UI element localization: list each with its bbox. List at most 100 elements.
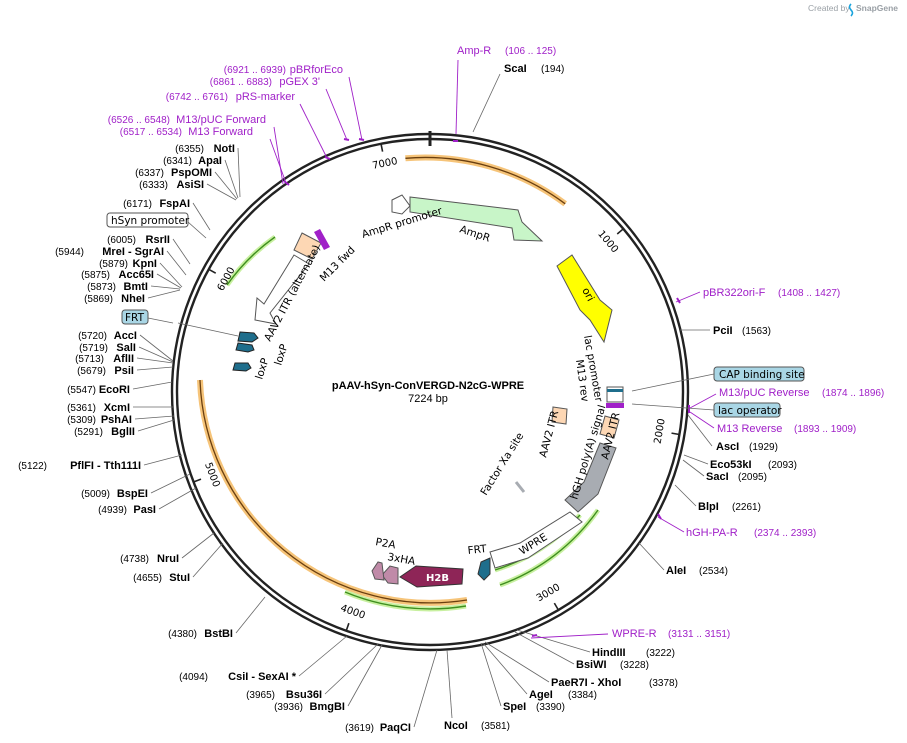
site-saci-pos: (2095) xyxy=(738,472,767,483)
frt-right-arrow xyxy=(477,557,491,581)
site-paer7i-xhoi: PaeR7I - XhoI xyxy=(551,677,621,689)
ori-label: ori xyxy=(579,286,596,304)
site-csii-sexai-pos: (4094) xyxy=(179,672,208,683)
site-eco53ki: Eco53kI xyxy=(710,459,752,471)
primer-m13-forward: M13 Forward xyxy=(188,126,253,138)
site-paqci-pos: (3619) xyxy=(345,723,374,734)
site-kpni: KpnI xyxy=(133,258,157,270)
primer-amp-r: Amp-R xyxy=(457,45,491,57)
primer-ticks xyxy=(283,138,690,637)
site-bmti: BmtI xyxy=(124,281,148,293)
site-bstbi: BstBI xyxy=(204,628,233,640)
site-pflfi-tth111i: PflFI - Tth111I xyxy=(70,460,141,472)
plasmid-length: 7224 bp xyxy=(408,393,448,405)
m13-fwd-label: M13 fwd xyxy=(318,244,358,284)
m13-rev-label: M13 rev xyxy=(573,359,591,403)
tick-mark-7000 xyxy=(380,143,384,152)
site-hindiii-pos: (3222) xyxy=(646,648,675,659)
aav2-itr-small xyxy=(551,406,568,425)
site-bmti-pos: (5873) xyxy=(87,282,116,293)
site-pspomi: PspOMI xyxy=(171,167,212,179)
ampr-arrow xyxy=(409,196,544,242)
orf-arc-left-green xyxy=(224,234,277,287)
m13-rev-marker xyxy=(606,403,624,408)
primer-m13-forward-pos: (6517 .. 6534) xyxy=(120,127,182,138)
site-alei-pos: (2534) xyxy=(699,566,728,577)
h2b-arrow xyxy=(399,565,464,588)
loxp-label-1: loxP xyxy=(253,357,271,381)
site-rsrii-pos: (6005) xyxy=(107,235,136,246)
features: H2B xyxy=(232,194,624,588)
primer-hgh-pa-r-pos: (2374 .. 2393) xyxy=(754,528,816,539)
site-acci: AccI xyxy=(114,330,137,342)
tick-mark-6000 xyxy=(208,268,217,274)
site-acc65i-pos: (5875) xyxy=(81,270,110,281)
site-stui-pos: (4655) xyxy=(133,573,162,584)
site-psii: PsiI xyxy=(114,365,134,377)
factor-xa-mark xyxy=(514,481,526,493)
frt-box-label: FRT xyxy=(125,312,145,324)
aav2-itr-right xyxy=(599,415,620,439)
tick-label-1000: 1000 xyxy=(595,229,620,256)
cap-stripes xyxy=(607,389,623,392)
site-xcmi: XcmI xyxy=(104,402,130,414)
primer-pgex-3-pos: (6861 .. 6883) xyxy=(210,77,272,88)
m13-fwd-marker xyxy=(314,229,330,250)
site-pspomi-pos: (6337) xyxy=(135,168,164,179)
site-fspai-pos: (6171) xyxy=(123,199,152,210)
site-scai: ScaI xyxy=(504,63,527,75)
primer-wpre-r-pos: (3131 .. 3151) xyxy=(668,629,730,640)
site-ecori: EcoRI xyxy=(99,384,130,396)
tick-label-2000: 2000 xyxy=(653,418,668,445)
hsyn-promoter-box xyxy=(106,212,189,228)
site-paer7i-xhoi-pos: (3378) xyxy=(649,678,678,689)
hsyn-promoter-label: hSyn promoter xyxy=(111,215,190,227)
primer-leaders xyxy=(269,59,717,639)
site-aflii: AflII xyxy=(113,353,134,365)
site-bsiwi: BsiWI xyxy=(576,659,607,671)
loxp-1 xyxy=(237,331,259,343)
site-nrui-pos: (4738) xyxy=(120,554,149,565)
site-kpni-pos: (5879) xyxy=(99,259,128,270)
lac-operator-label: lac operator xyxy=(718,405,782,417)
site-fspai: FspAI xyxy=(159,198,190,210)
site-acc65i: Acc65I xyxy=(119,269,154,281)
site-bsiwi-pos: (3228) xyxy=(620,660,649,671)
snapgene-logo-icon xyxy=(848,3,854,17)
site-apai: ApaI xyxy=(198,155,222,167)
site-asisi: AsiSI xyxy=(176,179,204,191)
plasmid-center: pAAV-hSyn-ConVERGD-N2cG-WPRE 7224 bp xyxy=(332,380,524,405)
primer-pbr322ori-f-pos: (1408 .. 1427) xyxy=(778,288,840,299)
h2b-label: H2B xyxy=(426,573,449,584)
primer-pbrforeco-pos: (6921 .. 6939) xyxy=(224,65,286,76)
site-psii-pos: (5679) xyxy=(77,366,106,377)
aav2-itr-left xyxy=(293,232,322,260)
snapgene-brand: Created by SnapGene xyxy=(808,3,898,17)
ampr-label: AmpR xyxy=(458,223,492,244)
restriction-sites: ScaI (194) PciI (1563) AscI (1929) Eco53… xyxy=(18,63,797,734)
site-rsrii: RsrII xyxy=(146,234,170,246)
site-mrei-sgrai: MreI - SgrAI xyxy=(102,246,164,258)
site-pcii-pos: (1563) xyxy=(742,326,771,337)
site-spei: SpeI xyxy=(503,701,526,713)
3xha-arrow xyxy=(381,565,399,585)
site-nhei: NheI xyxy=(121,293,145,305)
primer-pgex-3: pGEX 3' xyxy=(279,76,320,88)
site-pasi-pos: (4939) xyxy=(98,505,127,516)
ori-arrow xyxy=(556,254,613,344)
site-nhei-pos: (5869) xyxy=(84,294,113,305)
loxp-label-2: loxP xyxy=(272,343,290,367)
frt-box xyxy=(121,309,149,325)
site-stui: StuI xyxy=(169,572,190,584)
site-xcmi-pos: (5361) xyxy=(67,403,96,414)
site-aflii-pos: (5713) xyxy=(75,354,104,365)
tick-mark-4000 xyxy=(345,622,350,631)
site-sali-pos: (5719) xyxy=(79,343,108,354)
primer-prs-marker-pos: (6742 .. 6761) xyxy=(166,92,228,103)
aav2-itr-label-inner: AAV2 ITR xyxy=(537,409,561,458)
site-pshai: PshAI xyxy=(101,414,132,426)
site-sali: SalI xyxy=(116,342,136,354)
tick-mark-2000 xyxy=(671,432,680,436)
plasmid-backbone xyxy=(170,131,690,652)
